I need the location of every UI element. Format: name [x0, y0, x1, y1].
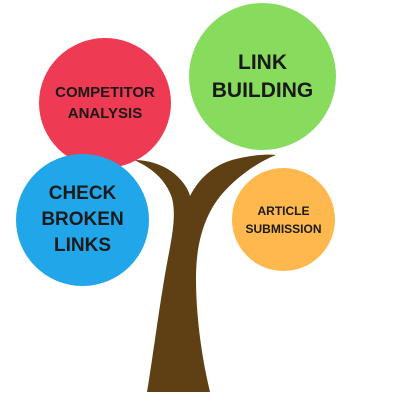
competitor-analysis-label: COMPETITOR ANALYSIS: [55, 84, 155, 122]
tree-trunk: [134, 154, 276, 392]
check-broken-links-bubble: CHECK BROKEN LINKS: [16, 154, 149, 286]
article-submission-label: ARTICLE SUBMISSION: [245, 203, 322, 236]
link-building-bubble: LINK BUILDING: [189, 3, 336, 150]
link-building-label: LINK BUILDING: [211, 50, 314, 102]
competitor-analysis-bubble: COMPETITOR ANALYSIS: [39, 38, 171, 168]
check-broken-links-label: CHECK BROKEN LINKS: [41, 183, 124, 256]
article-submission-bubble: ARTICLE SUBMISSION: [232, 168, 335, 271]
